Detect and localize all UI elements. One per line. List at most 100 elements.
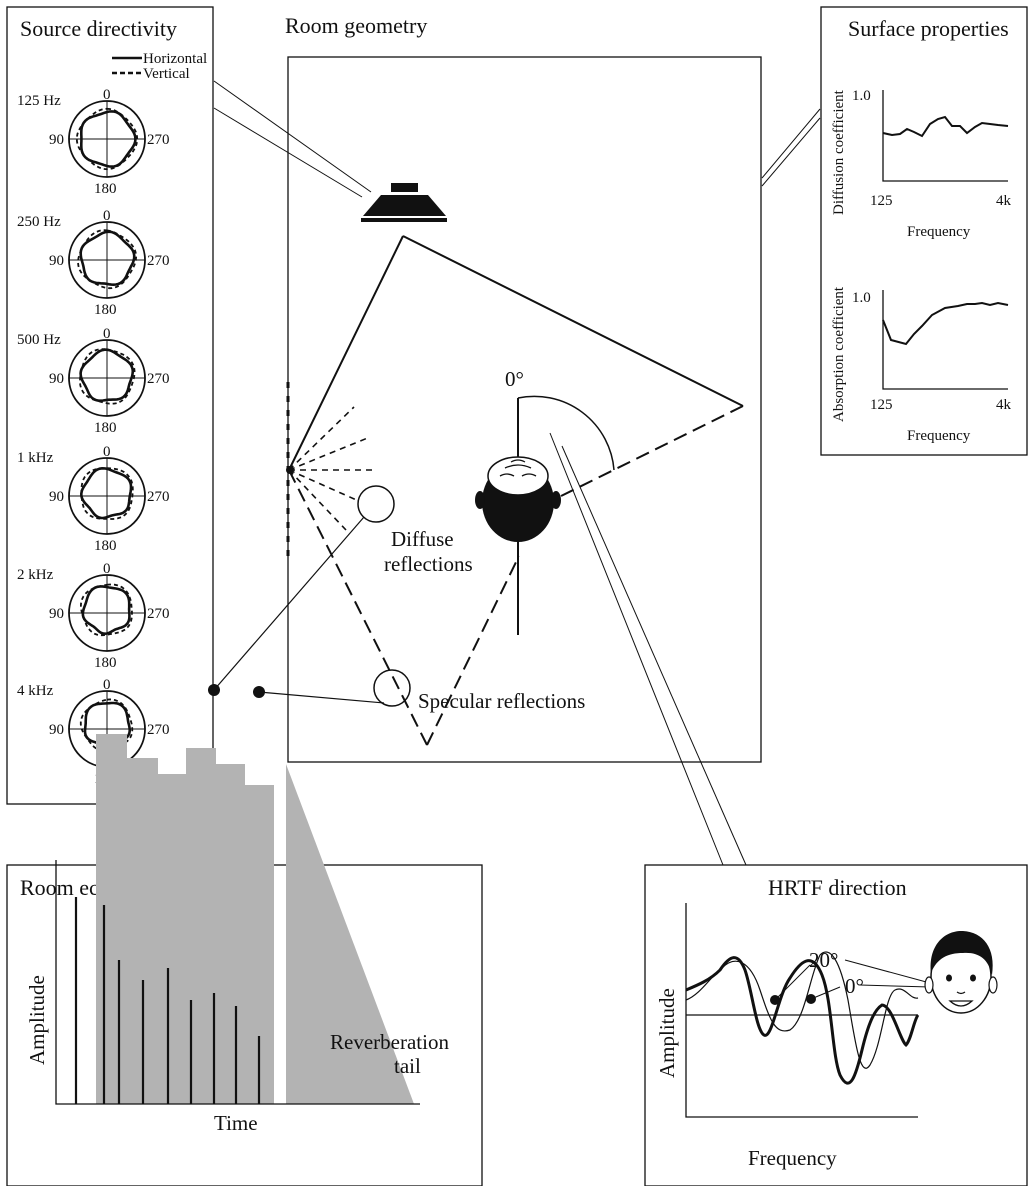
polar-horizontal-pattern <box>79 466 133 520</box>
polar-angle-left: 90 <box>49 132 64 148</box>
polar-band-label: 250 Hz <box>17 214 61 230</box>
echogram-ylabel: Amplitude <box>25 975 49 1065</box>
surface-callout-line-b <box>761 117 821 187</box>
legend-horizontal-label: Horizontal <box>143 51 207 67</box>
polar-horizontal-pattern <box>80 110 137 168</box>
polar-band-label: 125 Hz <box>17 93 61 109</box>
surface-callout-line-a <box>761 108 821 179</box>
absorption-xmax: 4k <box>996 397 1012 413</box>
polar-angle-right: 270 <box>147 606 170 622</box>
echogram-early-reflection-area <box>96 734 274 1104</box>
hrtf-frame <box>644 864 1028 1186</box>
hrtf-0deg-callout <box>859 984 931 988</box>
hrtf-20deg-leader <box>774 964 811 1001</box>
polar-band-label: 4 kHz <box>17 683 54 699</box>
absorption-ytick: 1.0 <box>852 290 871 306</box>
listener-angle-label: 0° <box>505 367 524 391</box>
hrtf-20deg-callout <box>844 959 931 984</box>
room-geometry-panel: Room geometry 0° <box>213 13 821 866</box>
specular-connector <box>258 691 385 704</box>
polar-angle-top: 0 <box>103 561 111 577</box>
polar-horizontal-pattern <box>79 348 135 402</box>
polar-vertical-pattern <box>80 467 134 520</box>
legend-vertical-label: Vertical <box>143 66 190 82</box>
polar-angle-left: 90 <box>49 606 64 622</box>
polar-angle-top: 0 <box>103 677 111 693</box>
specular-reflection-circle <box>373 669 411 707</box>
surface-properties-title: Surface properties <box>848 16 1009 41</box>
source-directivity-panel: Source directivity Horizontal Vertical 1… <box>6 6 214 805</box>
hrtf-callout-line-a <box>549 432 724 866</box>
hrtf-0deg-label: 0° <box>845 974 864 998</box>
polar-angle-right: 270 <box>147 722 170 738</box>
diffusion-axes <box>882 90 1008 182</box>
speaker-callout-line-b <box>213 107 363 198</box>
reverberation-label-line1: Reverberation <box>330 1030 449 1054</box>
diffusion-ylabel: Diffusion coefficient <box>831 89 847 215</box>
polar-angle-bottom: 180 <box>94 181 117 197</box>
reverberation-tail-area <box>286 764 414 1104</box>
ray-direct-solid <box>402 235 744 407</box>
polar-angle-left: 90 <box>49 722 64 738</box>
polar-angle-left: 90 <box>49 253 64 269</box>
polar-horizontal-pattern <box>81 585 131 636</box>
diffuse-rays <box>288 406 377 531</box>
reflection-point <box>286 466 294 474</box>
hrtf-20deg-label: 20° <box>809 948 838 972</box>
specular-echo-marker <box>253 686 265 698</box>
echogram-axes <box>55 860 420 1105</box>
polar-band-label: 2 kHz <box>17 567 54 583</box>
surface-properties-frame <box>820 6 1028 456</box>
echogram-impulses <box>74 897 261 1104</box>
polar-plot-5: 2 kHz 0 90 270 180 <box>17 561 170 671</box>
ray-specular-up <box>426 555 520 746</box>
ray-specular-down <box>288 469 428 746</box>
absorption-ylabel: Absorption coefficient <box>831 286 847 422</box>
speaker-callout-line-a <box>213 80 372 193</box>
hrtf-callout-line-b <box>561 445 747 866</box>
ray-to-wall <box>288 235 404 471</box>
speaker-icon <box>361 183 447 222</box>
hrtf-axes <box>685 903 918 1118</box>
polar-angle-right: 270 <box>147 371 170 387</box>
absorption-xmin: 125 <box>870 397 893 413</box>
listener-head-icon <box>475 456 561 542</box>
absorption-curve <box>882 301 1009 346</box>
polar-angle-top: 0 <box>103 208 111 224</box>
angle-arc <box>517 395 615 471</box>
diffuse-echo-marker <box>208 684 220 696</box>
polar-vertical-pattern <box>75 107 139 171</box>
hrtf-panel: HRTF direction 20° 0° Amplitude Frequenc… <box>644 864 1028 1186</box>
reverberation-label-line2: tail <box>394 1054 421 1078</box>
source-directivity-title: Source directivity <box>20 16 177 41</box>
polar-angle-bottom: 180 <box>94 302 117 318</box>
diffuse-connector <box>213 516 365 691</box>
polar-angle-bottom: 180 <box>94 538 117 554</box>
diffusion-xlabel: Frequency <box>907 224 971 240</box>
diffusion-ytick: 1.0 <box>852 88 871 104</box>
diffuse-label-line1: Diffuse <box>391 527 454 551</box>
polar-angle-top: 0 <box>103 444 111 460</box>
polar-angle-bottom: 180 <box>94 420 117 436</box>
hrtf-ylabel: Amplitude <box>655 988 679 1078</box>
polar-angle-top: 0 <box>103 326 111 342</box>
room-outline <box>287 56 762 763</box>
room-echogram-panel: Room echogram Amplitude Time Reverberati… <box>6 684 483 1186</box>
hrtf-title: HRTF direction <box>768 875 907 900</box>
specular-label: Specular reflections <box>418 689 585 713</box>
polar-band-label: 500 Hz <box>17 332 61 348</box>
polar-angle-top: 0 <box>103 87 111 103</box>
hrtf-curve-20deg <box>685 951 919 1069</box>
room-geometry-title: Room geometry <box>285 13 427 38</box>
absorption-axes <box>882 290 1008 390</box>
polar-angle-left: 90 <box>49 489 64 505</box>
diffusion-curve <box>882 115 1009 138</box>
child-face-icon <box>924 930 998 1014</box>
polar-angle-bottom: 180 <box>94 655 117 671</box>
polar-angle-right: 270 <box>147 489 170 505</box>
